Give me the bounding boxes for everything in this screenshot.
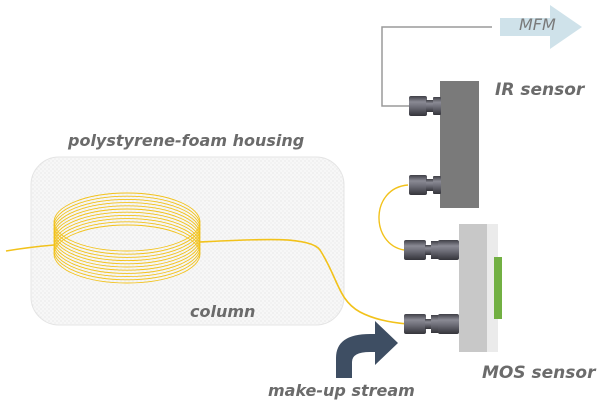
- coil-loop: [53, 224, 201, 284]
- makeup-stream-arrow: [336, 321, 398, 378]
- mos-lower-connector: [404, 314, 459, 334]
- mfm-arrow: [500, 5, 582, 49]
- column-label: column: [190, 302, 256, 321]
- mos-upper-connector: [404, 240, 459, 260]
- makeup-stream-label: make-up stream: [268, 381, 415, 400]
- mos-sensing-element: [494, 257, 502, 319]
- ir-sensor-block: [440, 81, 479, 208]
- ir-outlet-connector: [409, 96, 441, 116]
- ir-sensor-label: IR sensor: [495, 80, 585, 100]
- mfm-tubing: [381, 26, 492, 107]
- mos-sensor-back: [486, 224, 498, 352]
- column-outlet-line: [199, 238, 409, 325]
- mfm-label: MFM: [519, 15, 556, 34]
- transfer-line: [378, 184, 409, 251]
- housing-label: polystyrene-foam housing: [68, 131, 305, 150]
- column-inlet-line: [5, 244, 55, 252]
- column-coil: [53, 192, 201, 284]
- mos-sensor-label: MOS sensor: [482, 363, 596, 383]
- mos-sensor-block: [459, 224, 487, 352]
- ir-inlet-connector: [409, 175, 441, 195]
